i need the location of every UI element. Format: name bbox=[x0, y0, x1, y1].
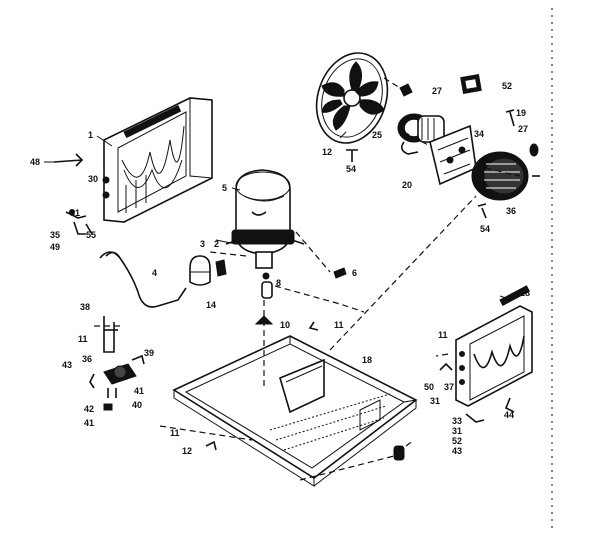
callout-43b: 43 bbox=[452, 446, 462, 456]
part-52-plate bbox=[460, 73, 482, 95]
screw-27 bbox=[399, 83, 413, 97]
base-pan bbox=[172, 335, 418, 487]
callout-43a: 43 bbox=[62, 360, 72, 370]
callout-35: 35 bbox=[50, 230, 60, 240]
part-12b bbox=[205, 440, 217, 451]
callout-28: 28 bbox=[520, 288, 530, 298]
callout-54b: 54 bbox=[480, 224, 490, 234]
callout-25: 25 bbox=[372, 130, 382, 140]
callout-42: 42 bbox=[84, 404, 94, 414]
callout-37: 37 bbox=[444, 382, 454, 392]
condenser-coil bbox=[102, 97, 213, 223]
callout-27b: 27 bbox=[518, 124, 528, 134]
callout-44: 44 bbox=[504, 410, 514, 420]
callout-36b: 36 bbox=[82, 354, 92, 364]
bracket-33 bbox=[465, 413, 485, 423]
callout-27a: 27 bbox=[432, 86, 442, 96]
callout-40: 40 bbox=[132, 400, 142, 410]
callout-39: 39 bbox=[144, 348, 154, 358]
callout-12b: 12 bbox=[182, 446, 192, 456]
callout-8: 8 bbox=[276, 278, 281, 288]
control-assembly bbox=[89, 316, 145, 411]
compressor bbox=[225, 169, 305, 280]
callout-41b: 41 bbox=[84, 418, 94, 428]
callout-52b: 52 bbox=[452, 436, 462, 446]
clip-44 bbox=[504, 397, 515, 413]
callout-5: 5 bbox=[222, 183, 227, 193]
callout-11a: 11 bbox=[78, 334, 88, 344]
grommet-8 bbox=[261, 281, 273, 299]
callout-50: 50 bbox=[424, 382, 434, 392]
callout-48: 48 bbox=[30, 157, 40, 167]
screw-48 bbox=[53, 153, 84, 167]
tube-4 bbox=[99, 251, 187, 308]
part-11 bbox=[308, 321, 319, 331]
callout-1: 1 bbox=[88, 130, 93, 140]
part-2 bbox=[215, 259, 227, 277]
nut-27 bbox=[529, 143, 539, 157]
screw-54b bbox=[477, 203, 487, 219]
callout-11d: 11 bbox=[438, 330, 448, 340]
callout-14: 14 bbox=[206, 300, 216, 310]
fan-blade bbox=[315, 52, 389, 144]
motor-mount-bracket bbox=[429, 124, 477, 186]
callout-54a: 54 bbox=[346, 164, 356, 174]
callout-41a: 41 bbox=[134, 386, 144, 396]
blower-wheel bbox=[471, 151, 540, 201]
callout-33a: 33 bbox=[452, 416, 462, 426]
callout-18: 18 bbox=[362, 355, 372, 365]
callout-19: 19 bbox=[516, 108, 526, 118]
callout-2: 2 bbox=[214, 239, 219, 249]
callout-31b: 31 bbox=[430, 396, 440, 406]
screw-54a bbox=[346, 149, 358, 162]
callout-49: 49 bbox=[50, 242, 60, 252]
part-3-capacitor bbox=[189, 255, 211, 286]
callout-55: 55 bbox=[86, 230, 96, 240]
callout-36a: 36 bbox=[506, 206, 516, 216]
callout-3: 3 bbox=[200, 239, 205, 249]
callout-52a: 52 bbox=[502, 81, 512, 91]
callout-10: 10 bbox=[280, 320, 290, 330]
clip-37 bbox=[439, 362, 453, 371]
callout-11b: 11 bbox=[334, 320, 344, 330]
callout-30: 30 bbox=[88, 174, 98, 184]
screw-19 bbox=[505, 109, 515, 127]
callout-34: 34 bbox=[474, 129, 484, 139]
callout-4: 4 bbox=[152, 268, 157, 278]
evaporator-coil bbox=[455, 285, 533, 407]
callout-11c: 11 bbox=[170, 428, 180, 438]
callout-20: 20 bbox=[402, 180, 412, 190]
part-6 bbox=[333, 267, 347, 279]
callout-6: 6 bbox=[352, 268, 357, 278]
callout-12a: 12 bbox=[322, 147, 332, 157]
callout-31a: 31 bbox=[70, 208, 80, 218]
callout-38: 38 bbox=[80, 302, 90, 312]
callout-31c: 31 bbox=[452, 426, 462, 436]
